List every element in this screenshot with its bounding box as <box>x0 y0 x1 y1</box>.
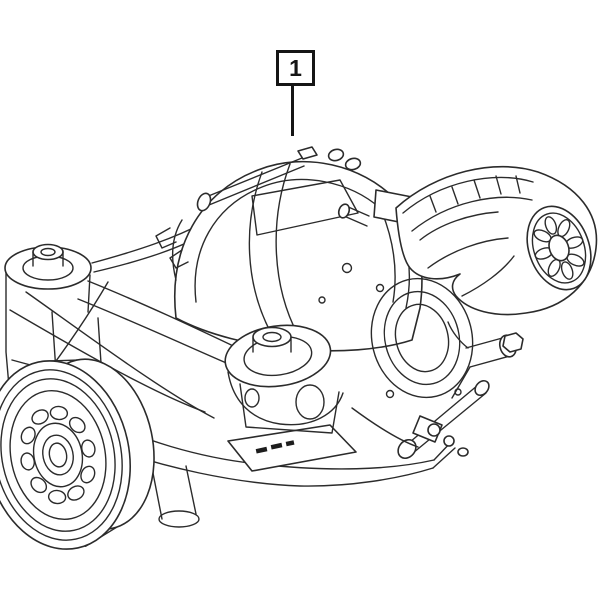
damper-flange <box>0 358 155 550</box>
callout-1-leader-line <box>291 86 294 136</box>
callout-1[interactable]: 1 <box>276 50 315 86</box>
carrier-arm <box>395 165 598 316</box>
front-bushing <box>224 324 344 434</box>
pinion-seal <box>370 277 474 399</box>
callout-1-label: 1 <box>289 54 302 81</box>
housing-dome <box>155 146 423 352</box>
right-lower-parts <box>351 321 524 460</box>
arm-end-plate <box>526 205 592 291</box>
frame-left <box>4 221 247 419</box>
